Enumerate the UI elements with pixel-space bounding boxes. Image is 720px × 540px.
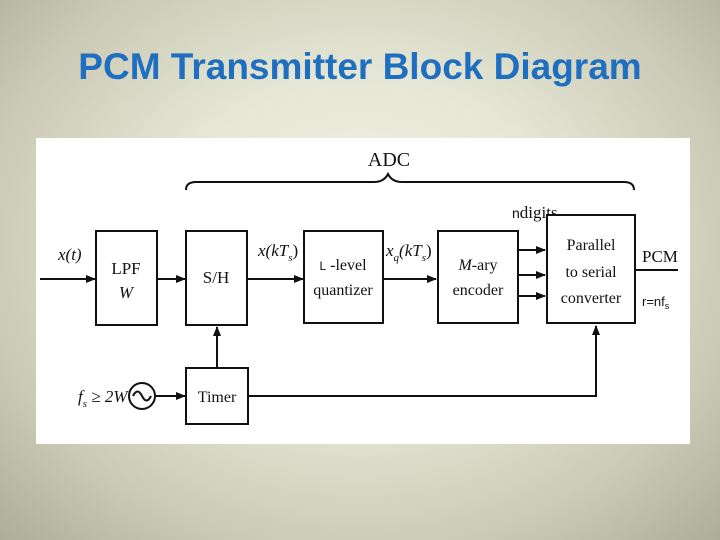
parallel-to-serial-converter-block [546, 214, 636, 324]
pcm-transmitter-diagram: ADC x(t) LPF W S/H x(kTs) L -level quant… [40, 149, 678, 425]
quantized-signal-label: xq(kTs) [385, 241, 432, 264]
bit-rate-label: r=nfs [642, 294, 670, 311]
pcm-output-label: PCM [642, 247, 678, 266]
converter-label-line1: Parallel [567, 237, 616, 254]
timer-label: Timer [198, 389, 237, 406]
adc-label: ADC [368, 149, 410, 171]
adc-brace [185, 171, 635, 191]
lpf-label: LPF [111, 259, 140, 278]
converter-label-line3: converter [561, 290, 622, 307]
sample-hold-label: S/H [203, 268, 229, 287]
sampled-signal-label: x(kTs) [257, 241, 298, 264]
encoder-block [437, 230, 519, 324]
sampling-rate-label: fs ≥ 2W [78, 387, 129, 410]
lpf-block [95, 230, 158, 326]
block-diagram-panel: ADC x(t) LPF W S/H x(kTs) L -level quant… [36, 138, 690, 444]
encoder-label: encoder [453, 282, 504, 299]
sine-wave-icon [132, 390, 152, 402]
quantizer-levels-label: L -level [319, 257, 367, 274]
timer-to-converter-line [248, 325, 600, 397]
input-signal-label: x(t) [57, 245, 82, 264]
quantizer-block [303, 230, 384, 324]
encoder-type-label: M-ary [457, 257, 497, 274]
lpf-bandwidth-label: W [119, 283, 135, 302]
quantizer-label: quantizer [313, 282, 373, 299]
timer-block [185, 367, 249, 425]
slide-title: PCM Transmitter Block Diagram [78, 46, 642, 87]
converter-label-line2: to serial [565, 264, 617, 281]
